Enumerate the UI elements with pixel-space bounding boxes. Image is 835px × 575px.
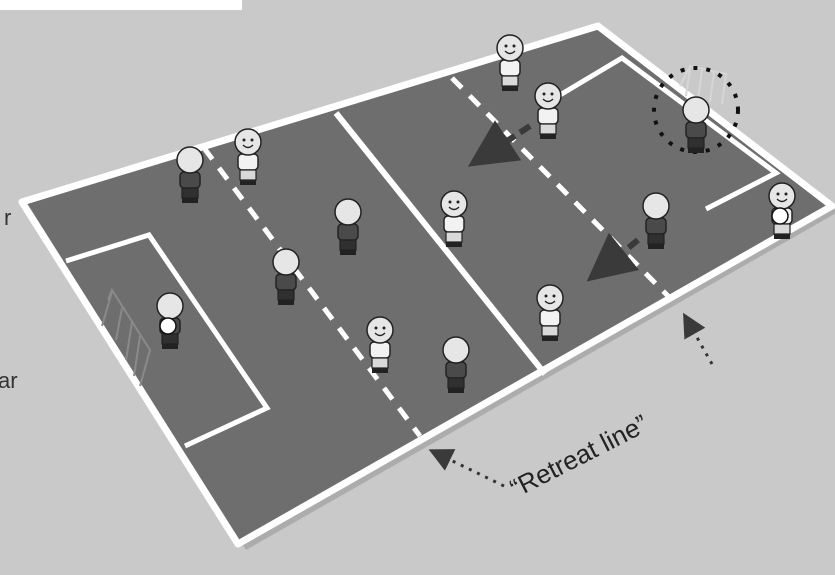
players-layer (156, 34, 796, 393)
halfway-line (333, 111, 548, 376)
pitch (18, 22, 835, 548)
cutoff-text-1: r (4, 205, 12, 230)
player-dark-defender (272, 248, 300, 305)
player-light-attacker (536, 284, 564, 341)
movement-arrow-1 (467, 120, 532, 167)
player-dark-defender (176, 146, 204, 203)
retreat-line-label: “Retreat line” (505, 408, 653, 503)
player-light-attacker (534, 82, 562, 139)
movement-arrow-2 (586, 232, 640, 282)
left-penalty-box (65, 232, 271, 449)
annotation-arrow-retreat (428, 449, 505, 488)
player-light-attacker (440, 190, 468, 247)
retreat-line-left (202, 146, 422, 438)
player-dark-attacker (682, 96, 710, 153)
player-dark-attacker (642, 192, 670, 249)
player-light-attacker (366, 316, 394, 373)
player-light-attacker (496, 34, 524, 91)
cutoff-text-2: ar (0, 368, 18, 393)
player-light-attacker (234, 128, 262, 185)
annotation-arrow-right-line (683, 312, 714, 365)
player-light-goalkeeper (768, 182, 796, 239)
player-dark-defender (442, 336, 470, 393)
player-dark-goalkeeper (156, 292, 184, 349)
page-top-edge (0, 0, 242, 10)
left-goal (101, 287, 152, 387)
player-dark-defender (334, 198, 362, 255)
